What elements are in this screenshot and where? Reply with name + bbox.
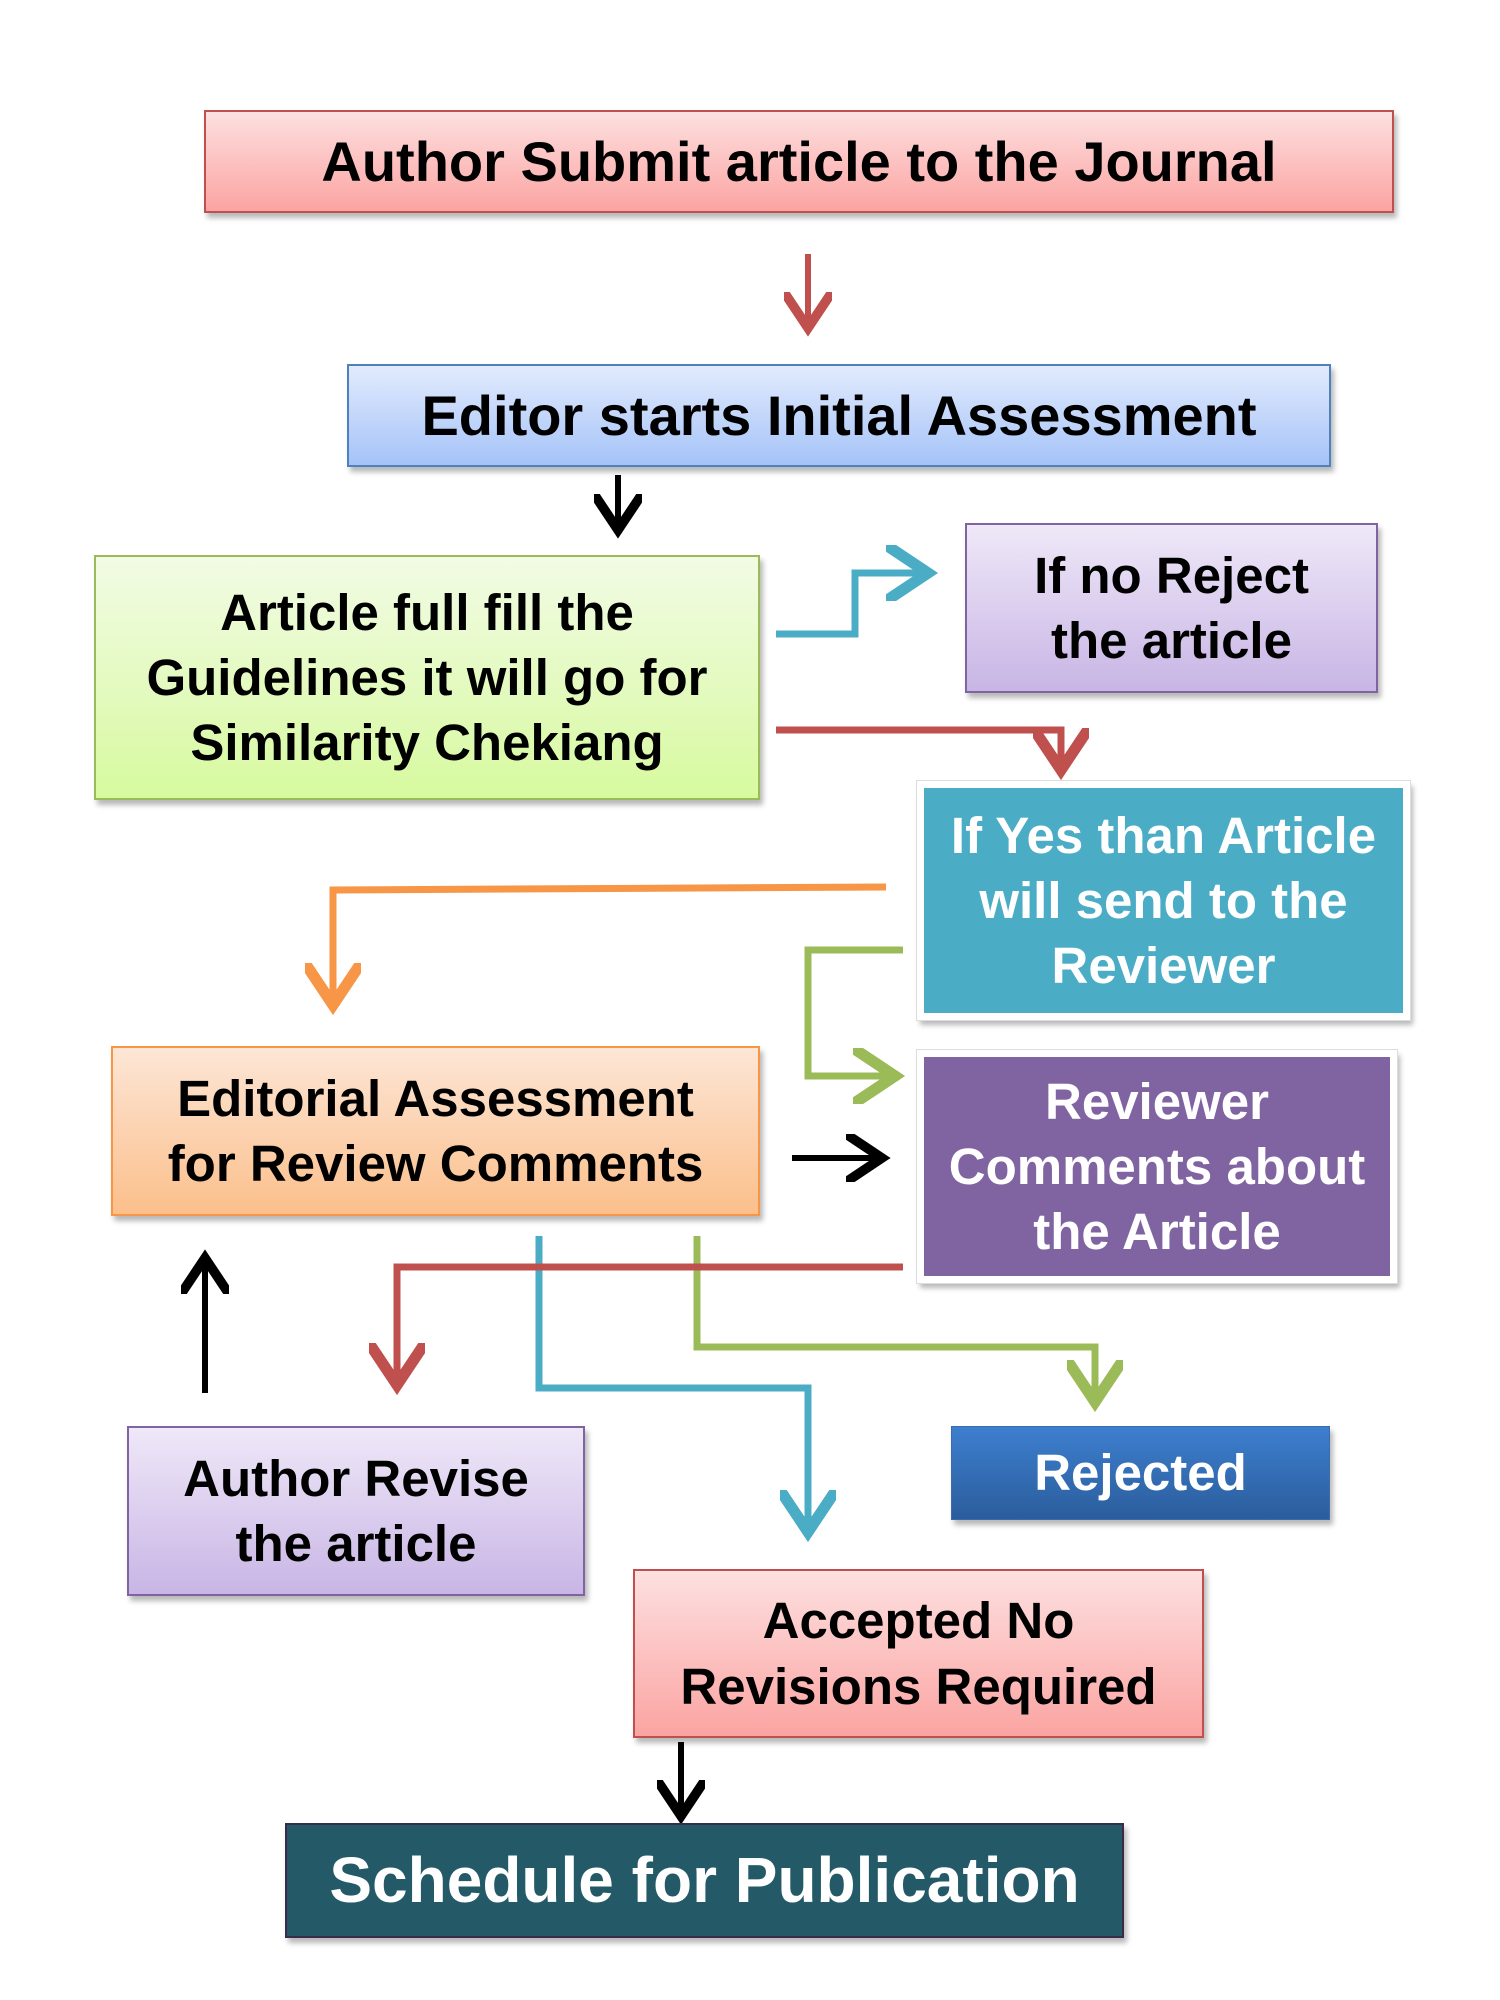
node-initial-assessment: Editor starts Initial Assessment <box>347 364 1331 467</box>
node-editorial-assessment: Editorial Assessment for Review Comments <box>111 1046 760 1216</box>
node-text: Reviewer <box>1045 1072 1269 1130</box>
node-text: Reviewer <box>1051 937 1276 995</box>
node-text: Rejected <box>1034 1444 1247 1502</box>
edge-editorial-to-accepted <box>535 1236 808 1532</box>
node-text: Comments about <box>948 1137 1366 1195</box>
node-send-to-reviewer: If Yes than Article will send to the Rev… <box>916 780 1411 1021</box>
node-text: If Yes than Article <box>950 806 1377 864</box>
node-accepted: Accepted No Revisions Required <box>633 1569 1204 1738</box>
edge-guidelines-to-send-reviewer <box>776 726 1061 770</box>
node-text: Accepted No <box>762 1592 1075 1650</box>
node-text: Schedule for Publication <box>329 1843 1080 1916</box>
node-text: Guidelines it will go for <box>146 648 708 706</box>
node-author-submit: Author Submit article to the Journal <box>204 110 1394 213</box>
node-guidelines-check: Article full fill the Guidelines it will… <box>94 555 760 800</box>
edge-send-reviewer-to-editorial <box>333 883 887 1005</box>
edge-reviewer-comments-to-author-revise <box>397 1263 903 1385</box>
node-reviewer-comments: Reviewer Comments about the Article <box>916 1049 1398 1284</box>
edge-guidelines-to-reject-no <box>776 573 928 638</box>
node-text: Editor starts Initial Assessment <box>421 383 1257 447</box>
node-rejected: Rejected <box>951 1426 1330 1520</box>
node-text: Author Revise <box>183 1449 529 1507</box>
node-text: will send to the <box>979 871 1348 929</box>
node-author-revise: Author Revise the article <box>127 1426 585 1596</box>
node-text: Article full fill the <box>220 583 634 641</box>
node-text: Revisions Required <box>680 1657 1157 1715</box>
node-text: Author Submit article to the Journal <box>321 129 1277 193</box>
node-text: the article <box>1051 612 1292 669</box>
edge-editorial-to-rejected <box>693 1236 1095 1402</box>
edge-send-reviewer-to-reviewer-comments <box>804 946 903 1076</box>
node-text: the article <box>235 1515 477 1572</box>
node-text: for Review Comments <box>167 1135 704 1192</box>
node-text: the Article <box>1033 1203 1281 1261</box>
node-reject-if-no: If no Reject the article <box>965 523 1378 693</box>
node-text: Similarity Chekiang <box>190 714 664 772</box>
node-schedule-publication: Schedule for Publication <box>285 1823 1124 1938</box>
node-text: If no Reject <box>1034 546 1309 604</box>
node-text: Editorial Assessment <box>177 1069 694 1127</box>
